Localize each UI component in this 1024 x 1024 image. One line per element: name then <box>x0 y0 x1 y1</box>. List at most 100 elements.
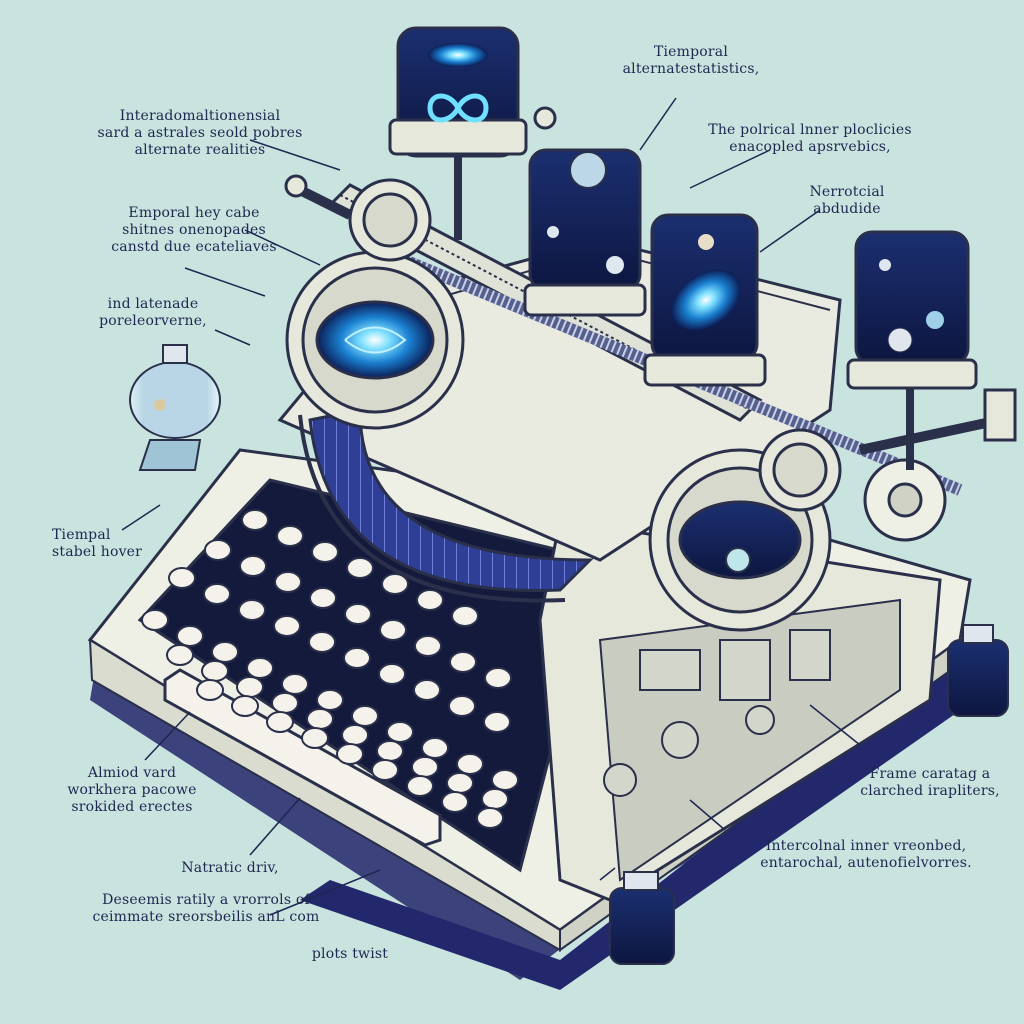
planet-icon <box>606 256 624 274</box>
keycap <box>346 557 374 579</box>
planet-icon <box>725 547 751 573</box>
keycap <box>441 791 469 813</box>
keycap <box>483 711 511 733</box>
keycap <box>166 644 194 666</box>
keycap <box>416 589 444 611</box>
vial-left <box>129 344 221 471</box>
jar-galaxy <box>643 213 767 387</box>
keycap <box>336 743 364 765</box>
keycap <box>451 605 479 627</box>
keycap <box>406 775 434 797</box>
gear-icon <box>348 178 432 262</box>
leader-lines <box>121 97 861 916</box>
keycap <box>386 721 414 743</box>
callout-temporal-alternatives: Tiemporal alternatestatistics, <box>622 44 760 77</box>
keycap <box>266 711 294 733</box>
keycap <box>239 555 267 577</box>
gear-icon <box>758 428 842 512</box>
callout-plots-twist: plots twist <box>311 946 389 962</box>
flywheel <box>863 458 947 542</box>
keycap <box>201 660 229 682</box>
keycap <box>379 619 407 641</box>
jar-orbs <box>846 230 978 470</box>
keycap <box>491 769 519 791</box>
keycap <box>141 609 169 631</box>
type-basket <box>308 408 594 593</box>
planet-icon <box>547 226 559 238</box>
callout-interdimensional: Interadomaltionensial sard a astrales se… <box>97 108 303 158</box>
keycaps <box>141 509 519 829</box>
keycap <box>204 539 232 561</box>
keycap <box>236 676 264 698</box>
planet-icon <box>698 234 714 250</box>
keycap <box>168 567 196 589</box>
keycap <box>246 657 274 679</box>
keycap <box>316 689 344 711</box>
planet-portal <box>678 500 802 580</box>
keycap <box>448 695 476 717</box>
callout-aimiod-ward: Almiod vard workhera pacowe srokided ere… <box>67 765 197 815</box>
keycap <box>306 708 334 730</box>
callout-ind-latenade: ind latenade poreleorverne, <box>99 296 207 329</box>
spiral-galaxy-icon <box>315 300 435 380</box>
spiral-galaxy-icon <box>671 269 741 331</box>
jar-planets <box>523 148 647 317</box>
keycap <box>381 573 409 595</box>
keycap <box>456 753 484 775</box>
vial-right <box>947 624 1009 717</box>
keycap <box>351 705 379 727</box>
keycap <box>273 615 301 637</box>
keycap <box>376 740 404 762</box>
keycap <box>308 631 336 653</box>
callout-frame-caratag: Frame caratag a clarched irapliters, <box>860 766 1000 799</box>
callout-intercolnal-inner: Intercolnal inner vreonbed, entarochal, … <box>760 838 972 871</box>
keycap <box>271 692 299 714</box>
keycap <box>414 635 442 657</box>
keycap <box>231 695 259 717</box>
keycap <box>378 663 406 685</box>
keycap <box>281 673 309 695</box>
keycap <box>449 651 477 673</box>
keycap <box>203 583 231 605</box>
keycap <box>301 727 329 749</box>
callout-emporal-key: Emporal hey cabe shitnes onenopades cans… <box>111 205 277 255</box>
spiral-galaxy-icon <box>428 43 488 67</box>
planet-icon <box>926 311 944 329</box>
keycap <box>411 756 439 778</box>
space-bar <box>163 668 442 847</box>
keycap <box>176 625 204 647</box>
keycap <box>274 571 302 593</box>
keycap <box>311 541 339 563</box>
vial-bottom <box>609 871 675 965</box>
keycap <box>371 759 399 781</box>
keycap <box>309 587 337 609</box>
keycap <box>343 647 371 669</box>
keycap <box>446 772 474 794</box>
planet-icon <box>569 151 607 189</box>
keycap <box>421 737 449 759</box>
planet-icon <box>154 399 166 411</box>
keycap <box>238 599 266 621</box>
infinity-symbol-icon <box>427 93 489 123</box>
planet-icon <box>879 259 891 271</box>
jar-infinity <box>388 26 528 240</box>
keycap <box>341 724 369 746</box>
keycap <box>413 679 441 701</box>
callout-nerrotcial: Nerrotcial abdudide <box>809 184 885 217</box>
callout-tiempal-stabeliser: Tiempal stabel hover <box>52 527 143 560</box>
keycap <box>241 509 269 531</box>
keycap <box>484 667 512 689</box>
keycap <box>196 679 224 701</box>
callout-natratic-driv: Natratic driv, <box>181 860 279 876</box>
keycap <box>476 807 504 829</box>
base-shadow <box>90 640 960 980</box>
keycap <box>276 525 304 547</box>
callout-polrical-inner: The polrical lnner ploclicies enacopled … <box>708 122 912 155</box>
callout-deseemis-ratily: Deseemis ratily a vrorrols of ceimmate s… <box>92 892 320 925</box>
keycap <box>211 641 239 663</box>
keycap <box>344 603 372 625</box>
keycap <box>481 788 509 810</box>
planet-icon <box>887 327 913 353</box>
